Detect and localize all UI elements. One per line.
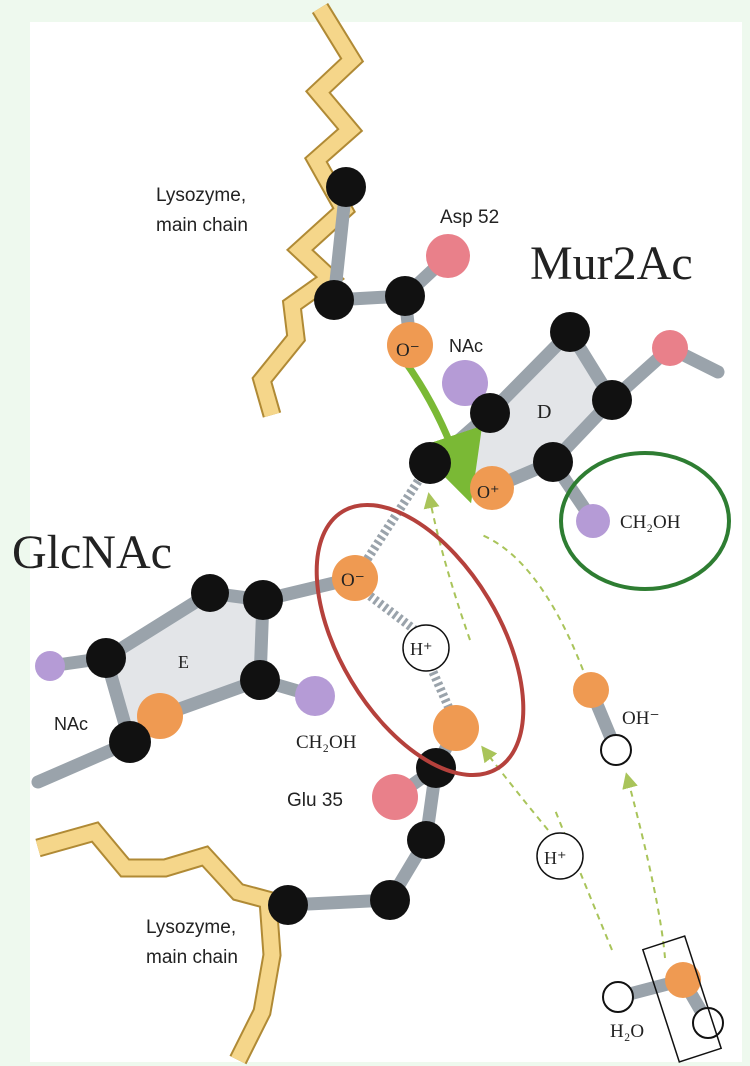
lysozyme-bottom-label-2: main chain: [146, 947, 238, 968]
proton-circle-mid: [402, 624, 450, 672]
h2o-label: H₂O: [610, 1021, 644, 1042]
lysozyme-top-label-1: Lysozyme,: [156, 185, 246, 206]
ch2oh-d-label: CH₂OH: [620, 512, 681, 533]
proton-circle-low: [536, 832, 584, 880]
o-plus-label: O⁺: [477, 482, 500, 502]
nac-e-label: NAc: [54, 714, 88, 734]
proton-transfer-highlight: [314, 502, 526, 778]
asp52-label: Asp 52: [440, 207, 499, 228]
ch2oh-highlight: [559, 451, 731, 591]
o-minus-glc-label: O⁻: [341, 570, 365, 591]
atoms: [35, 167, 724, 1039]
lysozyme-chain-bottom: [35, 821, 282, 1065]
h-plus-mid-label: H⁺: [410, 639, 433, 659]
o-minus-asp-label: O⁻: [396, 340, 420, 361]
glu35-label: Glu 35: [287, 790, 343, 811]
oh-minus-label: OH⁻: [622, 708, 659, 729]
hydrogen-bonds: [351, 463, 457, 717]
nac-d-label: NAc: [449, 336, 483, 356]
nucleophilic-attack-arrow: [401, 357, 483, 504]
glcnac-label: GlcNAc: [12, 526, 172, 579]
h-plus-low-label: H⁺: [544, 848, 567, 868]
ring-d-label: D: [537, 401, 551, 423]
water-box: [641, 935, 723, 1063]
lysozyme-chain-top: [251, 3, 365, 418]
ring-e-label: E: [178, 652, 189, 672]
lysozyme-bottom-label-1: Lysozyme,: [146, 917, 236, 938]
ch2oh-e-label: CH₂OH: [296, 732, 357, 753]
lysozyme-top-label-2: main chain: [156, 215, 248, 236]
labels: Lysozyme, main chain Asp 52 Mur2Ac NAc D…: [12, 185, 693, 1042]
mur2ac-label: Mur2Ac: [530, 237, 693, 290]
